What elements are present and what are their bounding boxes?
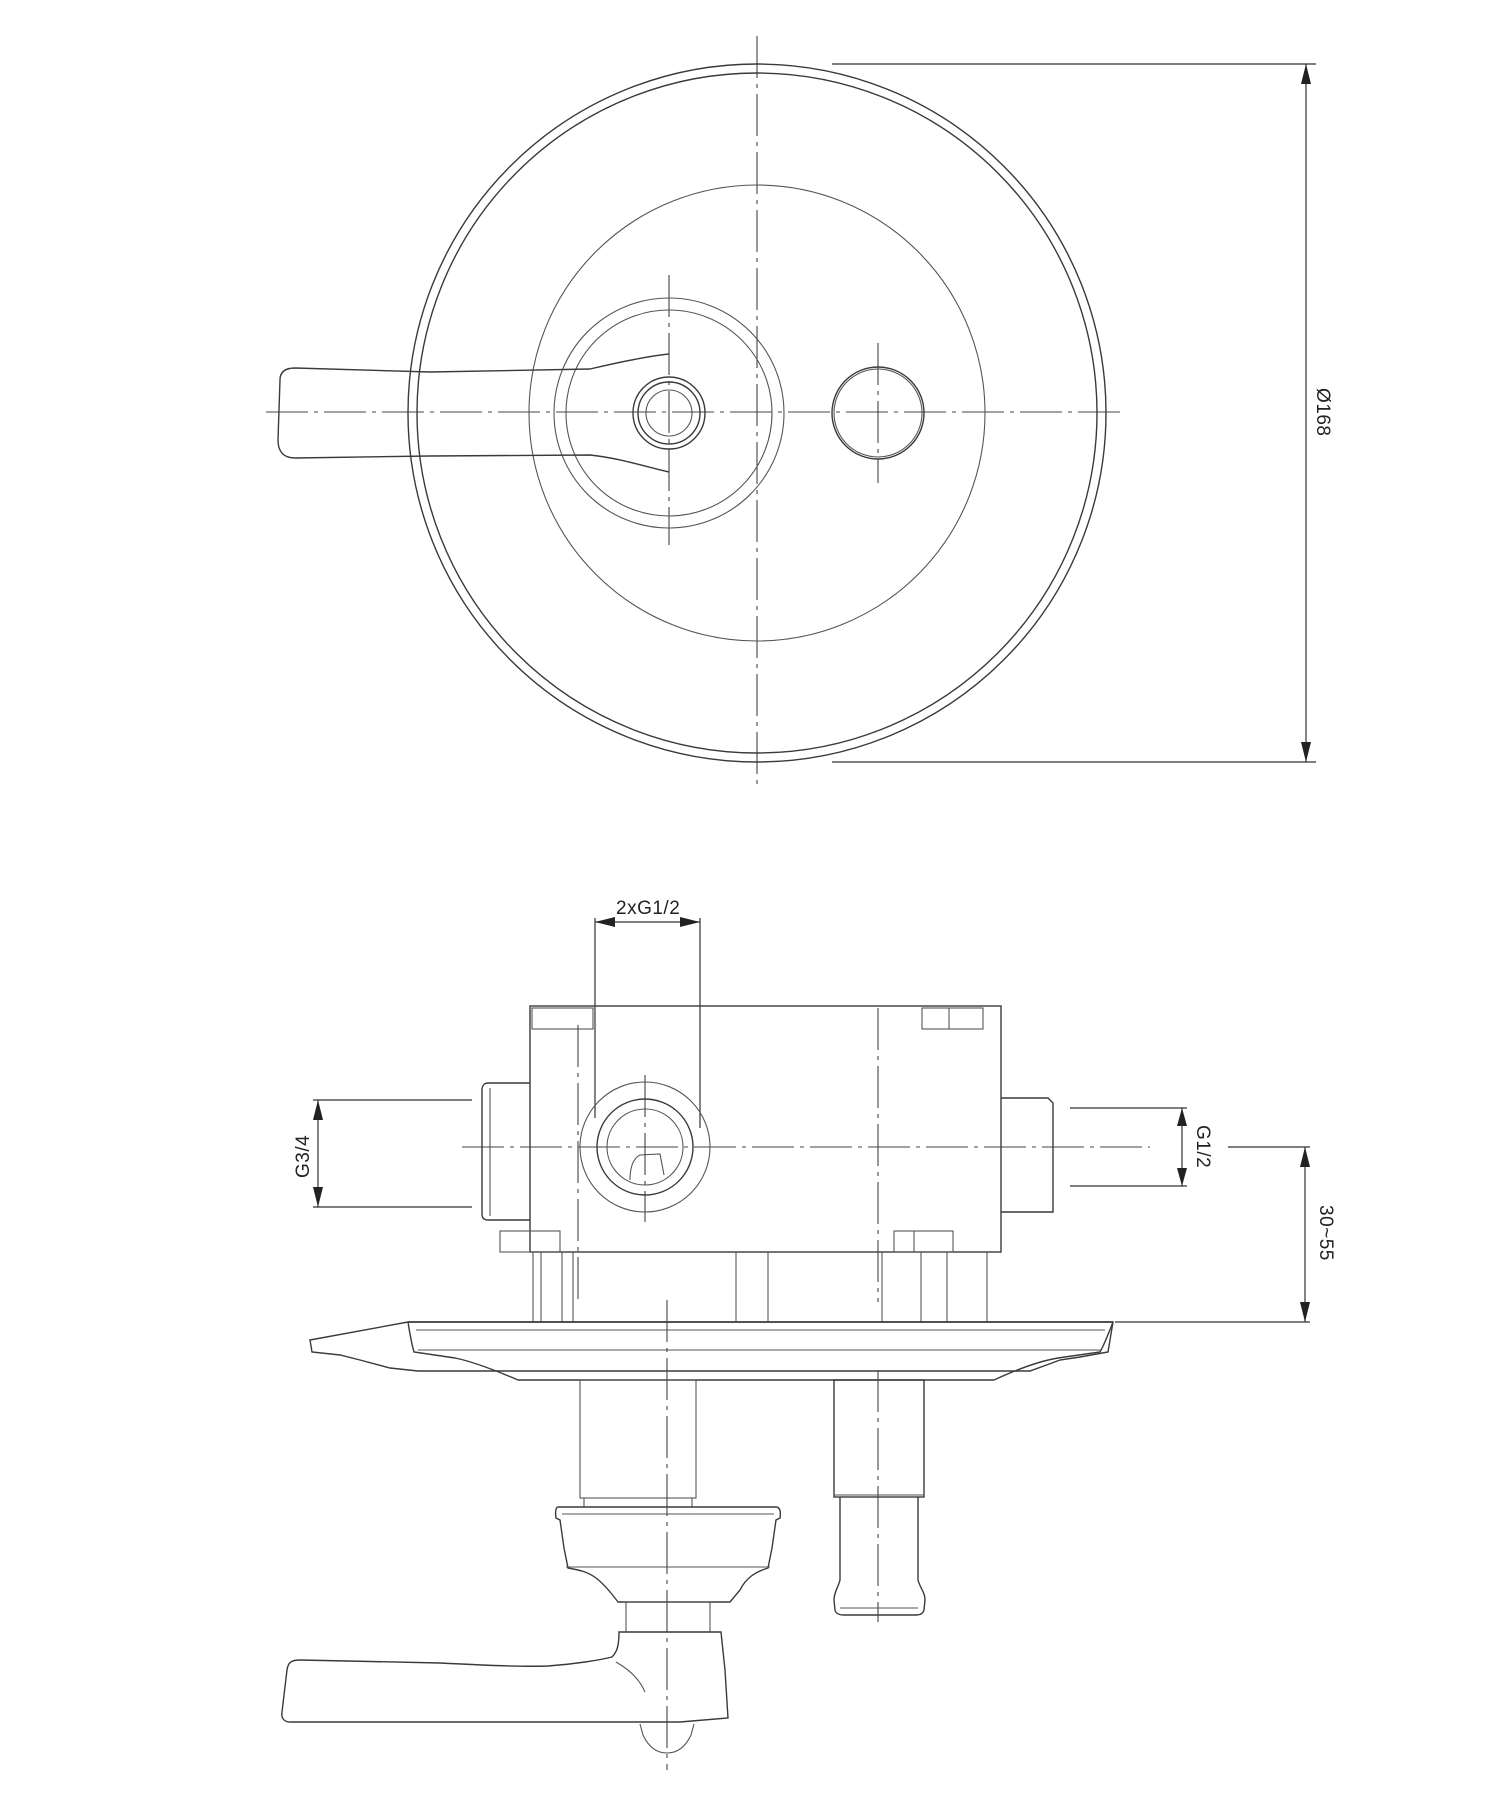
handle-neck	[625, 1601, 711, 1633]
stem-collar	[583, 1498, 693, 1508]
mount-foot-right	[893, 1230, 954, 1253]
arrow-down-icon	[1300, 1302, 1310, 1322]
plate-profile	[407, 1321, 1114, 1381]
arrow-up-icon	[1177, 1108, 1187, 1126]
arrow-down-icon	[1177, 1168, 1187, 1186]
screw-cap	[639, 1723, 695, 1754]
mount-foot-left	[499, 1230, 561, 1253]
lever-handle-top	[277, 353, 670, 473]
arrow-down-icon	[1301, 742, 1311, 762]
handle-bell	[554, 1506, 782, 1603]
arrow-up-icon	[1301, 64, 1311, 84]
cover-plate-outer-circle	[407, 63, 1107, 763]
arrow-up-icon	[1300, 1147, 1310, 1167]
dimension-label-install-depth: 30~55	[1315, 1205, 1336, 1261]
cartridge-spline	[629, 1153, 665, 1181]
dimension-label-outlets: 2xG1/2	[616, 898, 681, 919]
handle-hub-ring	[637, 381, 701, 445]
cover-plate-inner-circle	[528, 184, 986, 642]
button-stem	[833, 1379, 925, 1498]
handle-hub-outer	[632, 376, 706, 450]
arrow-up-icon	[313, 1100, 323, 1120]
front-view	[266, 36, 1316, 790]
handle-stem	[579, 1379, 697, 1499]
cover-plate-rim-circle	[416, 72, 1098, 754]
valve-body	[529, 1005, 1002, 1253]
diverter-button-outer	[831, 366, 925, 460]
handle-rosette-inner	[565, 309, 773, 517]
arrow-down-icon	[313, 1187, 323, 1207]
handle-rosette-outer	[553, 297, 785, 529]
dimension-label-inlet-right: G1/2	[1192, 1125, 1213, 1169]
arrow-right-icon	[680, 917, 700, 927]
body-tab-top-right	[921, 1007, 984, 1030]
dimension-label-plate-diameter: Ø168	[1312, 388, 1333, 437]
inlet-left	[481, 1082, 530, 1221]
side-view	[281, 917, 1310, 1770]
mounting-screws	[532, 1252, 988, 1322]
lever-contour	[615, 1661, 646, 1693]
lever-handle-side	[281, 1631, 729, 1723]
button-plunger	[833, 1497, 926, 1616]
inlet-right	[1001, 1097, 1054, 1213]
dimension-label-inlet-left: G3/4	[293, 1134, 314, 1178]
body-tab-top-left	[531, 1007, 594, 1030]
cover-plate-side	[309, 1321, 1114, 1372]
arrow-left-icon	[595, 917, 615, 927]
handle-hub-inner	[645, 389, 693, 437]
diverter-button-inner	[833, 368, 923, 458]
